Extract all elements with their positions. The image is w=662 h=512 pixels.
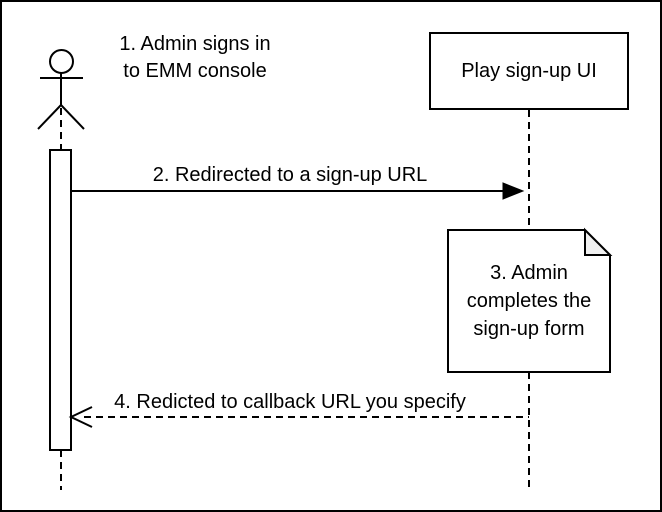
note-label: 3. Admin completes the sign-up form (466, 262, 592, 340)
actor-label: 1. Admin signs in to EMM console (119, 33, 271, 82)
message-2-arrow (71, 182, 525, 200)
participant-box-label: Play sign-up UI (461, 59, 597, 82)
message-2-arrowhead (502, 182, 525, 200)
note-shape (447, 227, 613, 373)
actor-stick-figure-icon (37, 49, 85, 130)
message-4-open-arrowhead (68, 406, 93, 428)
actor-right-leg (60, 104, 85, 130)
message-4-label: 4. Redicted to callback URL you specify (114, 391, 466, 413)
message-2-label: 2. Redirected to a sign-up URL (152, 164, 428, 186)
message-4-arrow (68, 406, 529, 428)
participant-box-play-signup-ui: Play sign-up UI (429, 32, 629, 110)
activation-bar (49, 149, 72, 451)
actor-left-leg (37, 104, 62, 130)
actor-head (49, 49, 74, 74)
note-fold-corner (584, 227, 613, 256)
note-body (447, 229, 611, 373)
